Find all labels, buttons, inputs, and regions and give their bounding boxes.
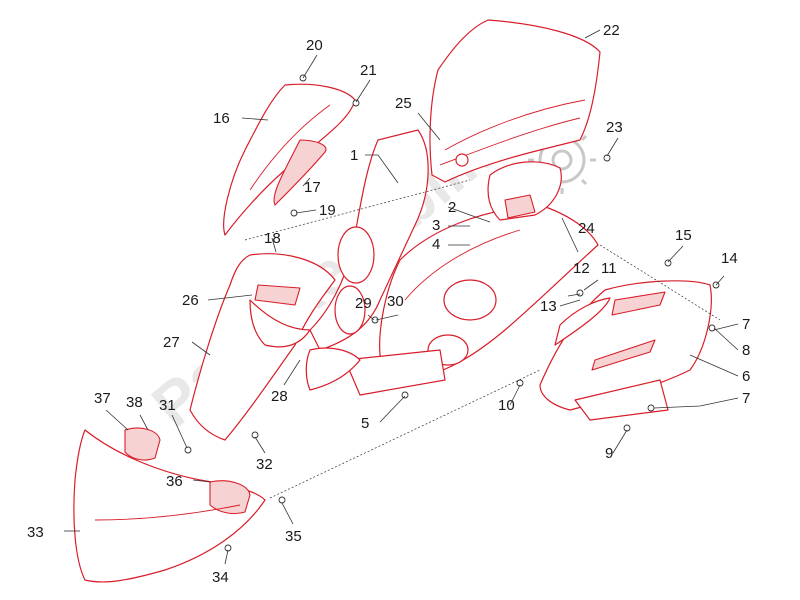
left-upper-panel-part xyxy=(223,83,356,236)
callout-11: 11 xyxy=(601,260,617,277)
callout-5: 5 xyxy=(361,415,369,432)
callout-4: 4 xyxy=(432,236,440,253)
callout-38: 38 xyxy=(126,394,143,411)
callout-24: 24 xyxy=(578,220,595,237)
callout-7a: 7 xyxy=(742,316,750,333)
callout-labels: 1 2 3 4 5 6 7 7 8 9 10 11 12 13 14 15 16… xyxy=(27,22,750,586)
callout-20: 20 xyxy=(306,37,323,54)
callout-15: 15 xyxy=(675,227,692,244)
callout-26: 26 xyxy=(182,292,199,309)
callout-22: 22 xyxy=(603,22,620,39)
right-side-panel-part xyxy=(539,280,712,421)
steering-bracket-part xyxy=(487,161,562,221)
callout-25: 25 xyxy=(395,95,412,112)
leader-lines xyxy=(64,29,739,565)
callout-7b: 7 xyxy=(742,390,750,407)
callout-10: 10 xyxy=(498,397,515,414)
assembly-lines xyxy=(244,179,721,499)
callout-8: 8 xyxy=(742,342,750,359)
callout-2: 2 xyxy=(448,199,456,216)
callout-36: 36 xyxy=(166,473,183,490)
windshield-part xyxy=(429,19,601,183)
callout-21: 21 xyxy=(360,62,377,79)
lower-nose-part xyxy=(73,427,266,583)
callout-32: 32 xyxy=(256,456,273,473)
callout-29: 29 xyxy=(355,295,372,312)
callout-31: 31 xyxy=(159,397,176,414)
callout-27: 27 xyxy=(163,334,180,351)
callout-23: 23 xyxy=(606,119,623,136)
callout-35: 35 xyxy=(285,528,302,545)
callout-34: 34 xyxy=(212,569,229,586)
callout-33: 33 xyxy=(27,524,44,541)
front-shield-part xyxy=(189,253,361,441)
callout-18: 18 xyxy=(264,230,281,247)
callout-17: 17 xyxy=(304,179,321,196)
callout-1: 1 xyxy=(350,147,358,164)
callout-30: 30 xyxy=(387,293,404,310)
callout-12: 12 xyxy=(573,260,590,277)
lower-bracket-part xyxy=(344,349,446,396)
callout-14: 14 xyxy=(721,250,738,267)
callout-37: 37 xyxy=(94,390,111,407)
callout-9: 9 xyxy=(605,445,613,462)
callout-19: 19 xyxy=(319,202,336,219)
callout-13: 13 xyxy=(540,298,557,315)
callout-3: 3 xyxy=(432,217,440,234)
callout-16: 16 xyxy=(213,110,230,127)
callout-6: 6 xyxy=(742,368,750,385)
callout-28: 28 xyxy=(271,388,288,405)
